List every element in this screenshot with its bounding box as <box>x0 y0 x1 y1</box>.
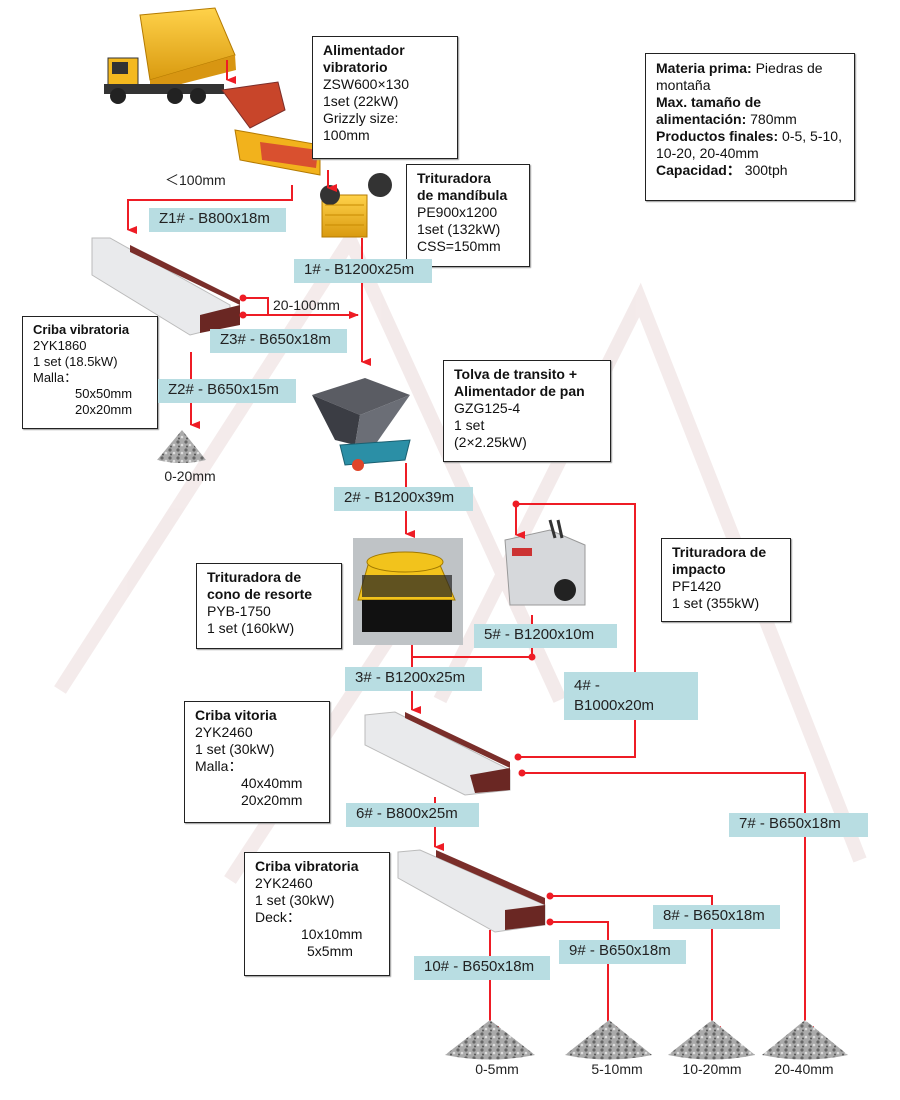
capacity-label: Capacidad： <box>656 162 741 178</box>
screen1-mesh-1: 50x50mm <box>75 386 133 401</box>
belt-z2: Z2# - B650x15m <box>158 379 296 403</box>
cone-crusher-info-box: Trituradora de cono de resorte PYB-1750 … <box>196 563 342 649</box>
screen3-title: Criba vibratoria <box>255 858 359 874</box>
belt-2: 2# - B1200x39m <box>334 487 473 511</box>
dump-truck-image <box>104 7 236 104</box>
flow-label-under-100mm: ＜100mm <box>165 172 226 188</box>
belt-10: 10# - B650x18m <box>414 956 550 980</box>
belt-4: 4# - B1000x20m <box>564 672 698 720</box>
impact-crusher-image <box>504 519 586 606</box>
final-products-label: Productos finales: <box>656 128 779 144</box>
impact-title-1: Trituradora de <box>672 544 767 560</box>
belt-8: 8# - B650x18m <box>653 905 780 929</box>
screen2-spec: 1 set (30kW) <box>195 741 275 757</box>
product-pile-0-5 <box>445 1020 535 1060</box>
feeder-grizzly-size: 100mm <box>323 127 370 143</box>
vibrating-feeder-image <box>221 81 321 176</box>
product-label-10-20mm: 10-20mm <box>682 1061 742 1077</box>
max-feed-value: 780mm <box>750 111 797 127</box>
jaw-spec: 1set (132kW) <box>417 221 501 237</box>
impact-model: PF1420 <box>672 578 722 594</box>
vibrating-screen-2-image <box>364 711 511 796</box>
hopper-info-box: Tolva de transito + Alimentador de pan G… <box>443 360 611 462</box>
raw-material-label: Materia prima: <box>656 60 752 76</box>
belt-z3: Z3# - B650x18m <box>210 329 347 353</box>
screen3-spec: 1 set (30kW) <box>255 892 335 908</box>
screen1-mesh-label: Malla： <box>33 370 78 385</box>
product-pile-10-20 <box>668 1020 755 1060</box>
jaw-crusher-image <box>320 173 392 238</box>
screen3-deck-2: 5x5mm <box>307 943 353 959</box>
impact-title-2: impacto <box>672 561 726 577</box>
jaw-title-1: Trituradora <box>417 170 491 186</box>
vibrating-screen-1-image <box>91 237 240 336</box>
transit-hopper-image <box>312 378 411 471</box>
belt-4-line-1: 4# - <box>574 677 600 694</box>
belt-1: 1# - B1200x25m <box>294 259 432 283</box>
feeder-spec: 1set (22kW) <box>323 93 399 109</box>
screen2-mesh-2: 20x20mm <box>241 792 303 808</box>
summary-box: Materia prima: Piedras de montaña Max. t… <box>645 53 855 201</box>
final-products-value: 0-5, 5-10, 10-20, 20-40mm <box>656 128 842 161</box>
flow-label-20-100mm: 20-100mm <box>273 297 340 313</box>
screen-1-info-box: Criba vibratoria 2YK1860 1 set (18.5kW) … <box>22 316 158 429</box>
belt-9: 9# - B650x18m <box>559 940 686 964</box>
vibrating-screen-3-image <box>397 849 546 933</box>
feeder-grizzly-label: Grizzly size: <box>323 110 399 126</box>
impact-spec: 1 set (355kW) <box>672 595 760 611</box>
screen3-deck-1: 10x10mm <box>301 926 363 942</box>
belt-3: 3# - B1200x25m <box>345 667 482 691</box>
screen3-deck-label: Deck： <box>255 909 301 925</box>
feeder-title-1: Alimentador <box>323 42 405 58</box>
capacity-value: 300tph <box>744 162 788 178</box>
screen2-model: 2YK2460 <box>195 724 253 740</box>
product-label-20-40mm: 20-40mm <box>774 1061 834 1077</box>
jaw-css: CSS=150mm <box>417 238 501 254</box>
feeder-info-box: Alimentador vibratorio ZSW600×130 1set (… <box>312 36 458 159</box>
screen1-spec: 1 set (18.5kW) <box>33 354 118 369</box>
jaw-title-2: de mandíbula <box>417 187 508 203</box>
max-feed-label: Max. tamaño de alimentación: <box>656 94 762 127</box>
screen2-mesh-label: Malla： <box>195 758 243 774</box>
screen2-mesh-1: 40x40mm <box>241 775 303 791</box>
cone-spec: 1 set (160kW) <box>207 620 295 636</box>
product-label-0-5mm: 0-5mm <box>475 1061 519 1077</box>
product-pile-5-10 <box>565 1020 652 1060</box>
cone-model: PYB-1750 <box>207 603 271 619</box>
jaw-crusher-info-box: Trituradora de mandíbula PE900x1200 1set… <box>406 164 530 267</box>
cone-crusher-image <box>353 538 463 645</box>
screen3-model: 2YK2460 <box>255 875 313 891</box>
screen-3-info-box: Criba vibratoria 2YK2460 1 set (30kW) De… <box>244 852 390 976</box>
jaw-model: PE900x1200 <box>417 204 498 220</box>
impact-crusher-info-box: Trituradora de impacto PF1420 1 set (355… <box>661 538 791 622</box>
screen1-title: Criba vibratoria <box>33 322 130 337</box>
product-label-0-20mm: 0-20mm <box>164 468 216 484</box>
hopper-model: GZG125-4 <box>454 400 521 416</box>
belt-6: 6# - B800x25m <box>346 803 479 827</box>
screen1-mesh-2: 20x20mm <box>75 402 133 417</box>
product-pile-0-20 <box>157 430 206 463</box>
feeder-model: ZSW600×130 <box>323 76 409 92</box>
flow-junction-dots <box>239 294 554 926</box>
hopper-title-1: Tolva de transito + <box>454 366 578 382</box>
feeder-title-2: vibratorio <box>323 59 388 75</box>
screen2-title: Criba vitoria <box>195 707 277 723</box>
hopper-spec-2: (2×2.25kW) <box>454 434 527 450</box>
cone-title-1: Trituradora de <box>207 569 302 585</box>
belt-z1: Z1# - B800x18m <box>149 208 286 232</box>
belt-7: 7# - B650x18m <box>729 813 868 837</box>
screen1-model: 2YK1860 <box>33 338 87 353</box>
product-label-5-10mm: 5-10mm <box>591 1061 643 1077</box>
belt-5: 5# - B1200x10m <box>474 624 617 648</box>
product-pile-20-40 <box>762 1020 848 1060</box>
hopper-title-2: Alimentador de pan <box>454 383 585 399</box>
cone-title-2: cono de resorte <box>207 586 313 602</box>
raw-material-value: Piedras de montaña <box>656 60 823 93</box>
hopper-spec-1: 1 set <box>454 417 485 433</box>
screen-2-info-box: Criba vitoria 2YK2460 1 set (30kW) Malla… <box>184 701 330 823</box>
belt-4-line-2: B1000x20m <box>574 697 655 714</box>
